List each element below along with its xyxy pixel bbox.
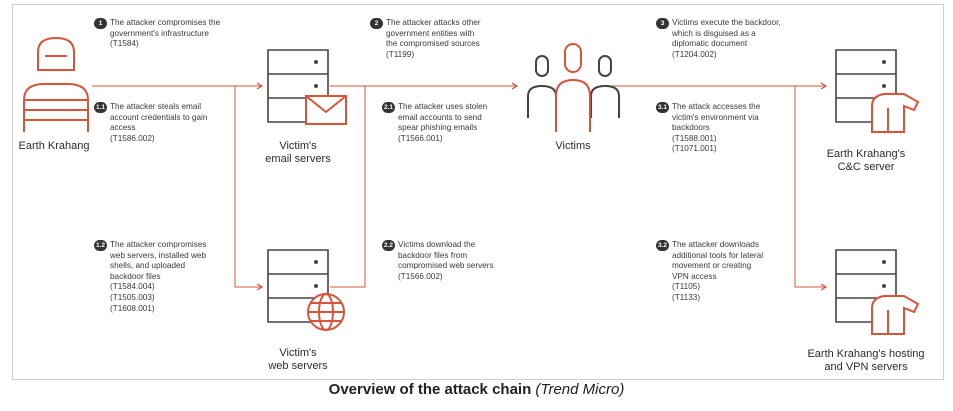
step-badge: 3 bbox=[656, 18, 669, 29]
label-web-servers: Victim's web servers bbox=[250, 347, 346, 373]
step-text: The attack accesses the bbox=[672, 102, 761, 111]
step-badge: 3.2 bbox=[656, 240, 669, 251]
horse-icon bbox=[871, 295, 920, 335]
step-text: web servers, installed web bbox=[110, 250, 207, 260]
step-2-1: 2.1 The attacker uses stolen email accou… bbox=[382, 102, 488, 144]
step-text: (T1105) bbox=[672, 282, 701, 292]
step-text: email accounts to send bbox=[398, 112, 482, 122]
connector-lines bbox=[92, 82, 828, 291]
victims-icon bbox=[527, 43, 620, 132]
step-1-1: 1.1 The attacker steals email account cr… bbox=[94, 102, 208, 144]
step-text: spear phishing emails bbox=[398, 123, 478, 133]
envelope-icon bbox=[305, 95, 347, 125]
label-hosting: Earth Krahang's hosting and VPN servers bbox=[796, 348, 936, 374]
label-email-servers: Victim's email servers bbox=[250, 140, 346, 166]
step-text: victim's environment via bbox=[672, 112, 759, 122]
cnc-line-2: C&C server bbox=[837, 161, 895, 173]
step-text: (T1133) bbox=[672, 292, 701, 302]
step-3-2: 3.2 The attacker downloads additional to… bbox=[656, 240, 764, 304]
step-text: government's infrastructure bbox=[110, 28, 209, 38]
hacker-icon bbox=[23, 36, 89, 132]
step-text: The attacker steals email bbox=[110, 102, 202, 111]
step-2-2: 2.2 Victims download the backdoor files … bbox=[382, 240, 494, 282]
step-3: 3 Victims execute the backdoor, which is… bbox=[656, 18, 781, 60]
step-badge: 2.2 bbox=[382, 240, 395, 251]
step-text: movement or creating bbox=[672, 261, 752, 271]
step-text: government entities with bbox=[386, 28, 475, 38]
caption-title: Overview of the attack chain bbox=[328, 381, 532, 398]
step-text: (T1586.002) bbox=[110, 133, 155, 143]
step-text: account credentials to gain bbox=[110, 112, 208, 122]
step-text: backdoors bbox=[672, 123, 710, 133]
arrow-web-to-victims bbox=[330, 86, 366, 288]
caption-source: (Trend Micro) bbox=[535, 381, 625, 398]
step-text: The attacker compromises the bbox=[110, 18, 221, 27]
step-text: (T1071.001) bbox=[672, 144, 717, 154]
step-text: backdoor files from bbox=[398, 250, 468, 260]
diagram-frame bbox=[12, 4, 944, 380]
step-text: shells, and uploaded bbox=[110, 261, 186, 271]
step-badge: 1 bbox=[94, 18, 107, 29]
web-servers-line-1: Victim's bbox=[279, 347, 317, 359]
step-text: additional tools for lateral bbox=[672, 250, 764, 260]
step-1: 1 The attacker compromises the governmen… bbox=[94, 18, 221, 50]
attacker-name: Earth Krahang bbox=[18, 140, 90, 152]
arrow-attacker-to-web bbox=[234, 86, 264, 291]
arrow-victims-to-hosting bbox=[794, 86, 828, 291]
step-text: Victims execute the backdoor, bbox=[672, 18, 781, 27]
step-text: the compromised sources bbox=[386, 39, 480, 49]
cnc-line-1: Earth Krahang's bbox=[826, 148, 906, 160]
step-text: backdoor files bbox=[110, 271, 161, 281]
step-text: diplomatic document bbox=[672, 39, 748, 49]
step-badge: 1.1 bbox=[94, 102, 107, 113]
step-badge: 2.1 bbox=[382, 102, 395, 113]
web-servers-line-2: web servers bbox=[268, 360, 328, 372]
step-text: (T1566.001) bbox=[398, 133, 443, 143]
label-attacker: Earth Krahang bbox=[2, 140, 106, 153]
step-text: (T1566.002) bbox=[398, 271, 443, 281]
email-servers-line-1: Victim's bbox=[279, 140, 317, 152]
step-text: (T1204.002) bbox=[672, 49, 717, 59]
step-badge: 2 bbox=[370, 18, 383, 29]
step-text: (T1505.003) bbox=[110, 292, 155, 302]
globe-icon bbox=[307, 293, 345, 331]
step-text: (T1584.004) bbox=[110, 282, 155, 292]
label-cnc: Earth Krahang's C&C server bbox=[806, 148, 926, 174]
step-text: (T1608.001) bbox=[110, 303, 155, 313]
step-text: The attacker compromises bbox=[110, 240, 207, 249]
step-1-2: 1.2 The attacker compromises web servers… bbox=[94, 240, 207, 314]
step-text: (T1199) bbox=[386, 49, 415, 59]
step-2: 2 The attacker attacks other government … bbox=[370, 18, 481, 60]
step-text: The attacker attacks other bbox=[386, 18, 481, 27]
step-badge: 1.2 bbox=[94, 240, 107, 251]
hosting-line-2: and VPN servers bbox=[824, 361, 908, 373]
hosting-line-1: Earth Krahang's hosting bbox=[807, 348, 925, 360]
step-text: VPN access bbox=[672, 271, 717, 281]
step-text: access bbox=[110, 123, 136, 133]
email-servers-line-2: email servers bbox=[265, 153, 331, 165]
step-text: (T1584) bbox=[110, 39, 139, 49]
step-text: compromised web servers bbox=[398, 261, 494, 271]
step-text: Victims download the bbox=[398, 240, 476, 249]
step-badge: 3.1 bbox=[656, 102, 669, 113]
step-text: The attacker uses stolen bbox=[398, 102, 488, 111]
figure-caption: Overview of the attack chain (Trend Micr… bbox=[0, 381, 953, 398]
label-victims: Victims bbox=[530, 140, 616, 153]
victims-name: Victims bbox=[555, 140, 591, 152]
horse-icon bbox=[871, 93, 920, 133]
step-text: (T1588.001) bbox=[672, 133, 717, 143]
step-text: The attacker downloads bbox=[672, 240, 759, 249]
step-text: which is disguised as a bbox=[672, 28, 756, 38]
step-3-1: 3.1 The attack accesses the victim's env… bbox=[656, 102, 761, 155]
